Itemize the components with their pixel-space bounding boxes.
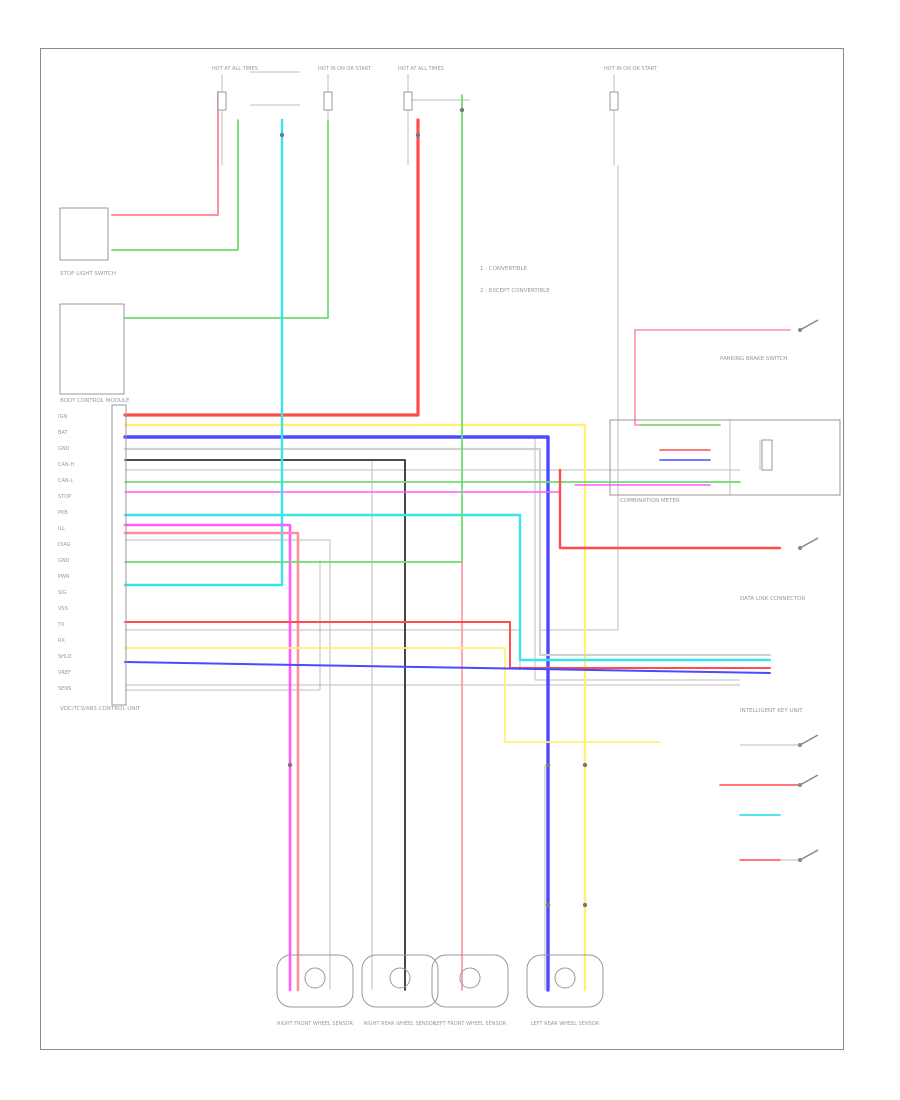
splice-0 [279,132,285,138]
splice-2 [459,107,465,113]
switch-pivot-4 [798,783,802,787]
note-except-convertible: 2 : EXCEPT CONVERTIBLE [480,288,550,294]
wire-yellow-main [123,423,587,992]
wheel-sensor-coil-1 [304,967,326,989]
diagram-frame [40,48,844,1050]
wire-green-stop-switch [111,119,239,251]
wire-black [124,459,406,991]
switch-4 [799,774,819,786]
pin-label-11: SIG [58,590,67,596]
wire-green-ign [124,119,329,319]
wheel-sensor-2 [361,954,439,1008]
switch-5 [799,849,819,861]
note-convertible: 1 : CONVERTIBLE [480,266,528,272]
pin-label-0: IGN [58,414,67,420]
wire-pink-v [123,531,300,992]
switch-pivot-2 [798,546,802,550]
wire-gray-1 [123,447,772,657]
pin-label-3: CAN-H [58,462,74,468]
stop-light-switch-label: STOP LIGHT SWITCH [60,271,116,277]
splice-5 [287,762,293,768]
wheel-sensor-1 [276,954,354,1008]
wire-red-2 [124,621,771,669]
wheel-sensor-label-3: LEFT FRONT WHEEL SENSOR [434,1021,507,1027]
fuse-3 [403,91,413,111]
pin-label-5: STOP [58,494,71,500]
fuse-label-2: HOT IN ON OR START [318,66,372,72]
combination-meter-label: COMBINATION METER [620,498,680,504]
module-box [59,303,125,395]
pin-label-12: VSS [58,606,68,612]
data-link-label: DATA LINK CONNECTOR [740,596,805,602]
pin-label-15: SHLD [58,654,72,660]
pin-label-10: PWR [58,574,70,580]
parking-brake-label: PARKING BRAKE SWITCH [720,356,787,362]
fuse-label-3: HOT AT ALL TIMES [398,66,444,72]
combination-meter-box [609,419,841,496]
wheel-sensor-label-4: LEFT REAR WHEEL SENSOR [531,1021,600,1027]
meter-connector [761,439,773,471]
pin-label-4: CAN-L [58,478,73,484]
pin-label-9: GND [58,558,70,564]
switch-3 [799,734,819,746]
fuse-1 [217,91,227,111]
pin-label-1: BAT [58,430,68,436]
splice-1 [415,132,421,138]
wire-blue-2 [124,661,771,674]
wire-pink-pkb [634,329,721,426]
vdc-unit-label: VDC/TCS/ABS CONTROL UNIT [60,706,141,712]
pin-label-7: ILL [58,526,65,532]
pin-label-13: TX [57,622,65,628]
splice-7 [545,902,551,908]
switch-pivot-3 [798,743,802,747]
pin-label-16: VREF [58,670,71,676]
wire-red-bat [123,118,420,417]
wire-cyan-1 [123,118,284,587]
switch-pivot-5 [798,858,802,862]
pin-label-6: PKB [58,510,68,516]
wheel-sensor-coil-2 [389,967,411,989]
fuse-2 [323,91,333,111]
wheel-sensor-label-1: RIGHT FRONT WHEEL SENSOR [277,1021,353,1027]
wire-red-stop-lamp [111,91,219,216]
wire-cyan-2 [123,513,772,662]
pin-label-14: RX [58,638,65,644]
wire-yellow-2 [124,647,661,743]
switch-2 [799,537,819,549]
splice-4 [545,762,551,768]
wire-blue-main [123,435,550,992]
splice-3 [582,762,588,768]
pin-label-17: SENS [58,686,71,692]
fuse-4 [609,91,619,111]
wheel-sensor-coil-4 [554,967,576,989]
switch-1 [799,319,819,331]
pin-label-8: DIAG [58,542,71,548]
module-label: BODY CONTROL MODULE [60,398,130,404]
splice-6 [582,902,588,908]
intelligent-key-label: INTELLIGENT KEY UNIT [740,708,803,714]
fuse-label-1: HOT AT ALL TIMES [212,66,258,72]
wheel-sensor-3 [431,954,509,1008]
wheel-sensor-4 [526,954,604,1008]
wheel-sensor-label-2: RIGHT REAR WHEEL SENSOR [364,1021,437,1027]
fuse-label-4: HOT IN ON OR START [604,66,658,72]
wheel-sensor-coil-3 [459,967,481,989]
switch-pivot-1 [798,328,802,332]
connector-strip [111,404,127,706]
pin-label-2: GND [58,446,70,452]
wire-magenta-v [123,523,292,992]
stop-switch-box [59,207,109,261]
wire-red-pkb [558,468,782,550]
